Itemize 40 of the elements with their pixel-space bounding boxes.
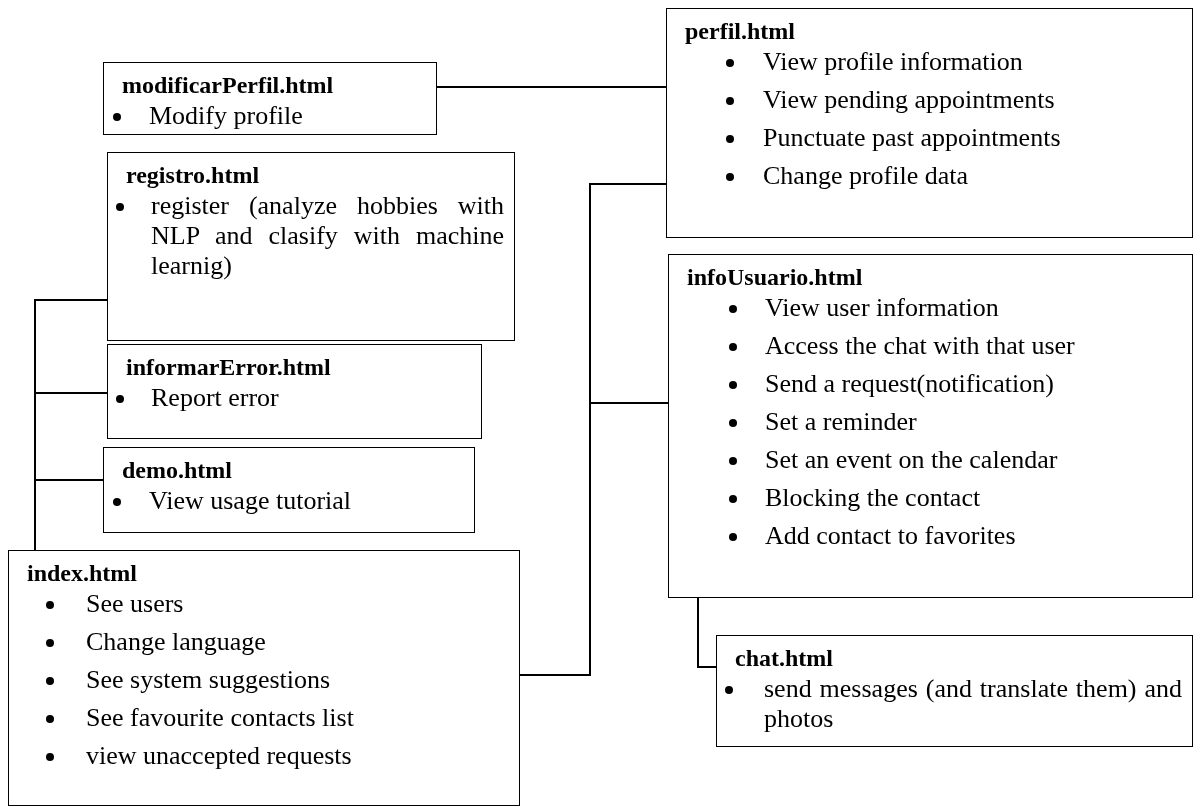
connector-line — [436, 86, 667, 88]
page-box — [666, 8, 1193, 238]
list-item: Change profile data — [763, 161, 970, 191]
list-item: View pending appointments — [763, 85, 1056, 115]
page-title: registro.html — [126, 161, 260, 189]
list-item: Report error — [151, 383, 280, 413]
page-title: demo.html — [122, 456, 232, 484]
page-box — [668, 254, 1193, 598]
page-box — [716, 635, 1193, 747]
list-item: Change language — [86, 627, 267, 657]
list-item: View usage tutorial — [149, 486, 353, 516]
list-item: Set an event on the calendar — [765, 445, 1059, 475]
page-box — [103, 447, 475, 533]
list-item: Modify profile — [149, 101, 304, 131]
page-title: index.html — [27, 559, 137, 587]
list-item: Punctuate past appointments — [763, 123, 1062, 153]
list-item: register (analyze hobbies with NLP and clasify with machine learnig) — [151, 191, 504, 281]
list-item: See users — [86, 589, 185, 619]
list-item: View profile information — [763, 47, 1024, 77]
list-item: Access the chat with that user — [765, 331, 1076, 361]
page-title: informarError.html — [126, 353, 331, 381]
page-title: infoUsuario.html — [687, 263, 863, 291]
page-box — [107, 344, 482, 439]
list-item: Send a request(notification) — [765, 369, 1055, 399]
page-title: modificarPerfil.html — [122, 71, 334, 99]
page-box — [107, 152, 515, 341]
connector-line — [697, 597, 717, 668]
list-item: view unaccepted requests — [86, 741, 353, 771]
page-title: chat.html — [735, 644, 833, 672]
connector-line — [34, 479, 104, 551]
list-item: Blocking the contact — [765, 483, 982, 513]
list-item: View user information — [765, 293, 1000, 323]
page-title: perfil.html — [685, 17, 795, 45]
list-item: Set a reminder — [765, 407, 918, 437]
list-item: send messages (and translate them) and photos — [764, 674, 1182, 734]
list-item: Add contact to favorites — [765, 521, 1017, 551]
page-box — [103, 62, 437, 135]
list-item: See system suggestions — [86, 665, 332, 695]
list-item: See favourite contacts list — [86, 703, 355, 733]
page-box — [8, 550, 520, 806]
